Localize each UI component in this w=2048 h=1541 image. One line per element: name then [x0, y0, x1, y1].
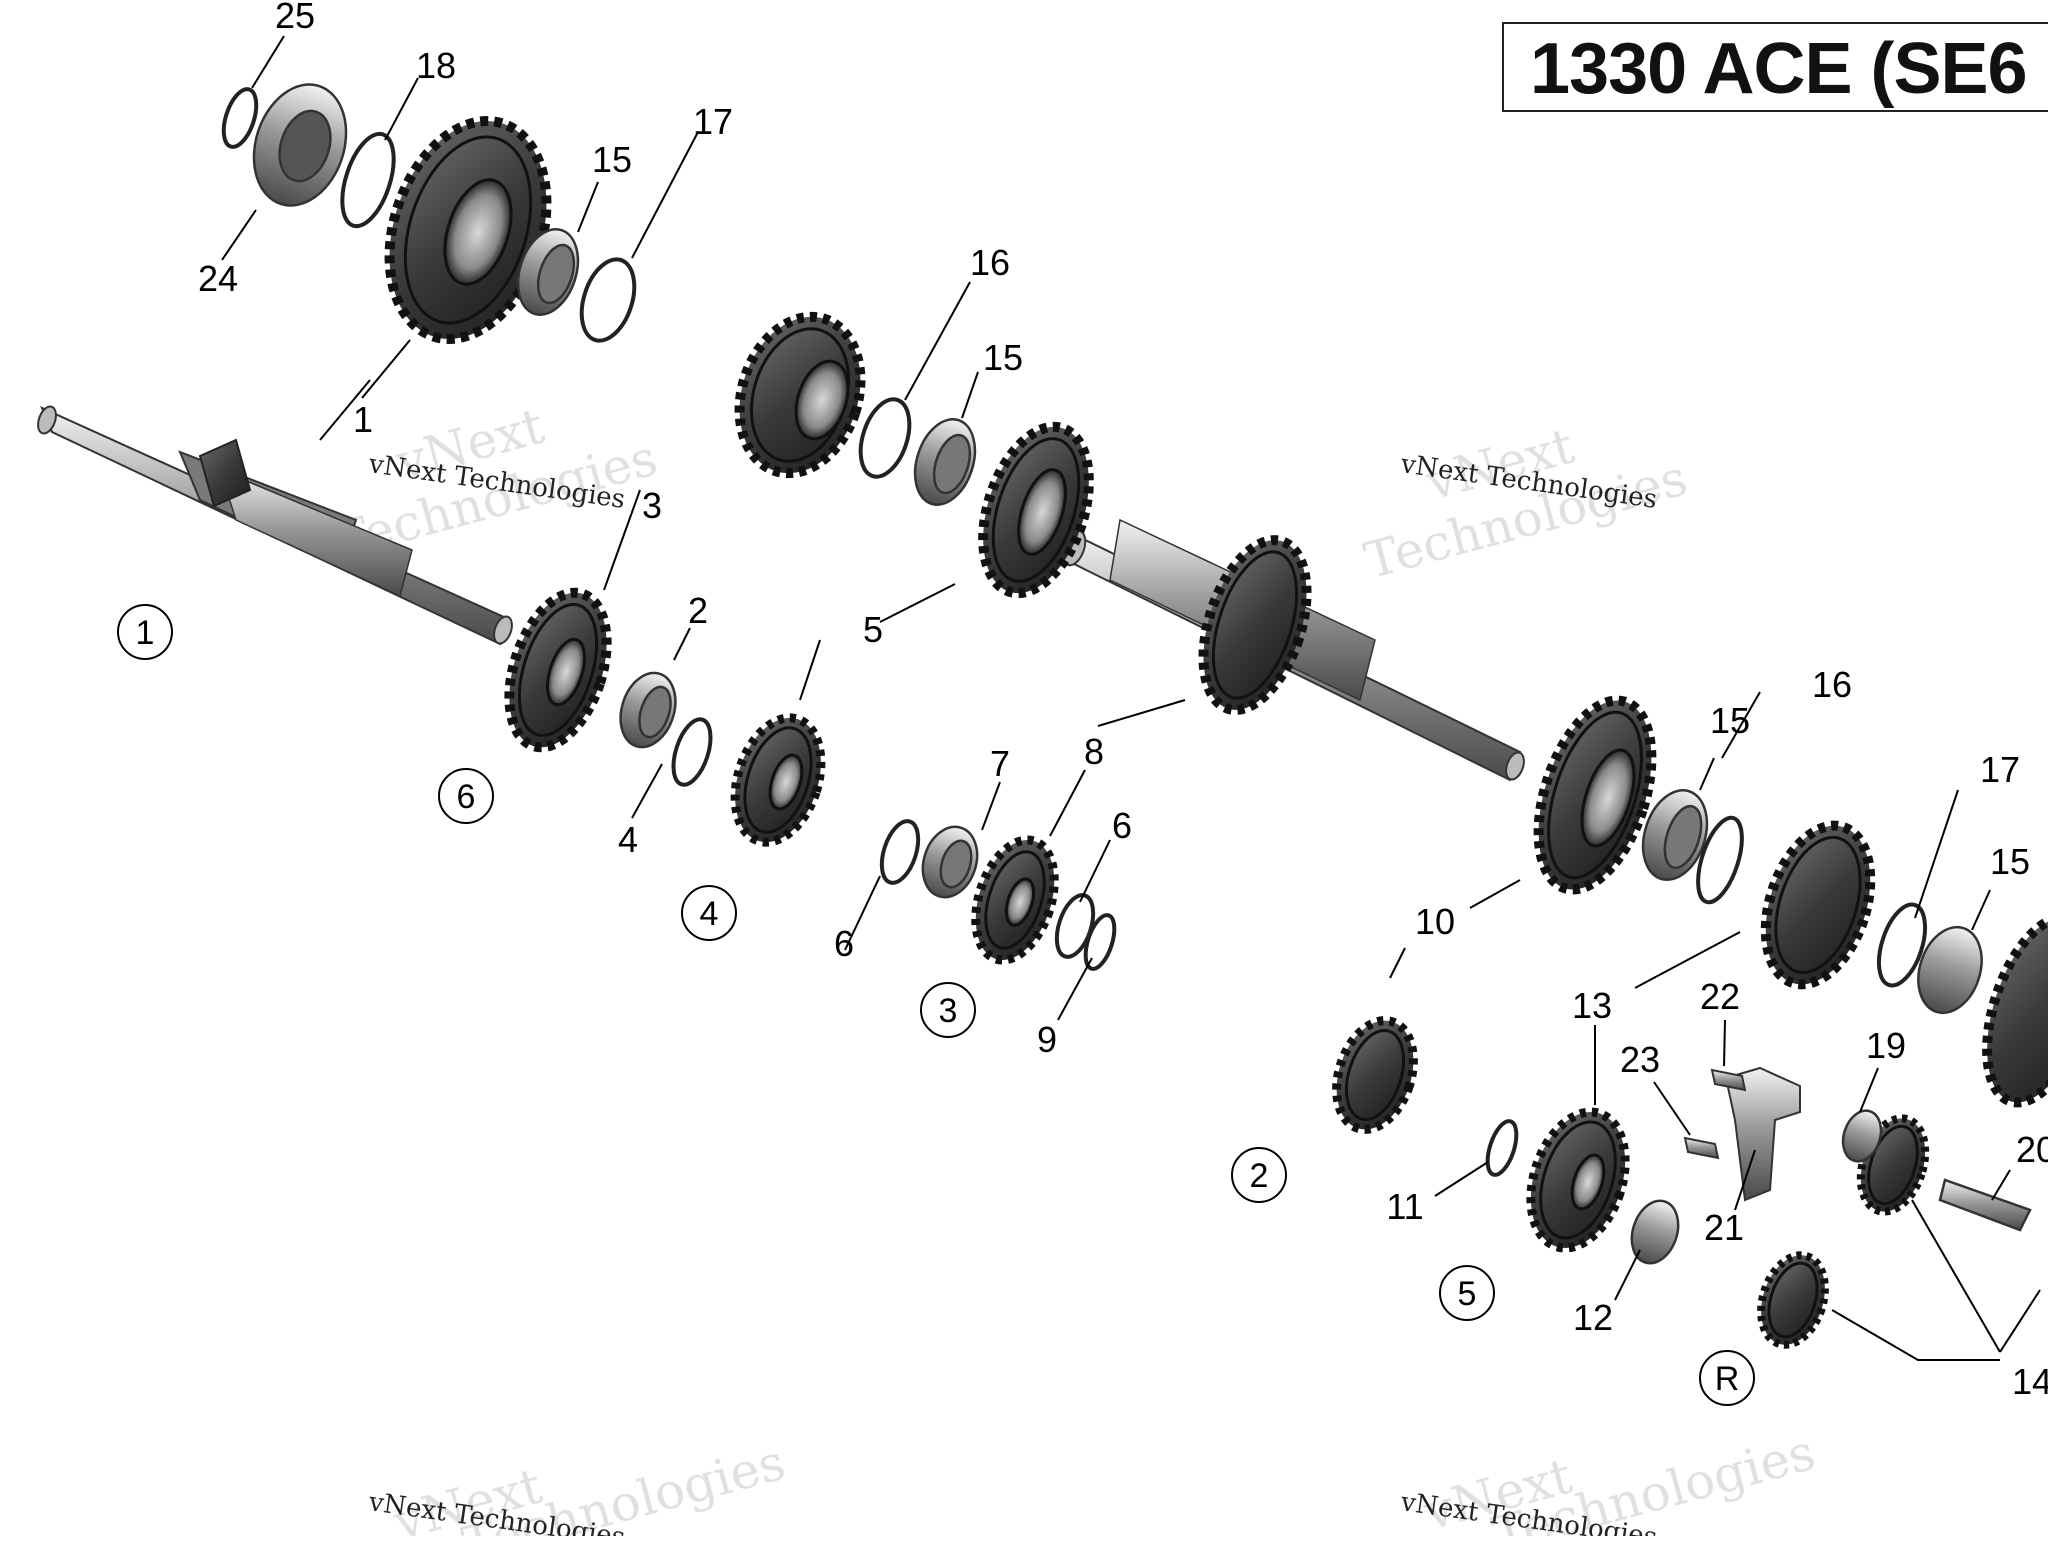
bushing-part-15b: [913, 418, 977, 506]
gear-group: [384, 116, 2048, 1349]
callout-6b: 6: [1112, 805, 1132, 846]
ring-part-9: [1083, 913, 1117, 971]
bushing-part-15a: [516, 228, 580, 316]
gear-part-2-lower: [1332, 1016, 1418, 1134]
gear-part-10: [1533, 695, 1657, 895]
bushing-group: [252, 83, 2032, 1265]
gear-circle-5: [1439, 1265, 1495, 1321]
callout-21: 21: [1704, 1207, 1744, 1248]
gear-circle-2: [1231, 1147, 1287, 1203]
gear-part-5-upper: [978, 421, 1094, 599]
gear-part-6-left: [504, 587, 612, 753]
ring-part-11: [1485, 1119, 1519, 1177]
bushing-part-12: [1630, 1199, 1680, 1265]
callout-2: 2: [688, 590, 708, 631]
gear-label-4: 4: [700, 895, 719, 933]
callout-7: 7: [990, 743, 1010, 784]
callout-5: 5: [863, 609, 883, 650]
callout-17a: 17: [693, 101, 733, 142]
gear-part-3: [734, 311, 866, 479]
gear-part-5-lower: [730, 713, 826, 847]
callout-numbers: 25 18 24 17 15 1 16 15 3 2 5 4 7 8 6 6 9…: [198, 0, 2048, 1402]
gear-circle-6: [438, 768, 494, 824]
callout-22: 22: [1700, 976, 1740, 1017]
gear-label-3: 3: [939, 992, 958, 1030]
gear-part-13-lower: [1526, 1107, 1630, 1253]
gear-circle-1: [117, 604, 173, 660]
pin-part-20: [1938, 1178, 2032, 1232]
gear-part-13-upper: [1760, 820, 1876, 990]
callout-17b: 17: [1980, 749, 2020, 790]
callout-16a: 16: [970, 242, 1010, 283]
callout-1: 1: [353, 399, 373, 440]
ring-part-17b: [1876, 902, 1928, 988]
watermark-group: vNext Technologies vNext Technologies vN…: [328, 397, 1821, 1541]
bearing-part-19: [1841, 1109, 1883, 1163]
callout-10: 10: [1415, 901, 1455, 942]
callout-15a: 15: [592, 139, 632, 180]
callout-19: 19: [1866, 1025, 1906, 1066]
bushing-part-7: [921, 825, 979, 899]
gear-part-14-lower: [1757, 1251, 1829, 1349]
callout-25: 25: [275, 0, 315, 36]
bushing-part-15c: [1641, 789, 1709, 881]
gear-part-8-shaft: [1198, 535, 1312, 715]
callout-20: 20: [2016, 1129, 2048, 1170]
hardware-group: [1683, 1066, 1801, 1202]
ring-part-4: [671, 717, 713, 787]
callout-15b: 15: [983, 337, 1023, 378]
gear-label-5: 5: [1458, 1275, 1477, 1313]
callout-12: 12: [1573, 1297, 1613, 1338]
ring-part-16a: [858, 397, 912, 479]
gear-circle-r: [1699, 1350, 1755, 1406]
gear-position-labels: 1 6 4 3 2 5 R: [136, 614, 1740, 1398]
bushing-part-15d: [1917, 925, 1983, 1015]
callout-18: 18: [416, 45, 456, 86]
callout-24: 24: [198, 258, 238, 299]
ring-part-16b: [1696, 815, 1744, 905]
bearing-part-24: [252, 83, 348, 207]
bushing-part-2: [619, 671, 677, 749]
gear-position-circles: [117, 604, 1755, 1406]
bolt-part-22: [1710, 1068, 1747, 1092]
callout-13: 13: [1572, 985, 1612, 1026]
callout-15c: 15: [1710, 700, 1750, 741]
shift-plate-part-21: [1724, 1066, 1801, 1202]
gear-label-2: 2: [1250, 1157, 1269, 1195]
leader-lines: [221, 35, 2041, 1361]
callout-14: 14: [2012, 1361, 2048, 1402]
callout-16b: 16: [1812, 664, 1852, 705]
ring-part-6a: [879, 819, 921, 885]
gear-circle-4: [681, 885, 737, 941]
gear-part-right-edge: [1982, 912, 2048, 1108]
gear-label-6: 6: [457, 778, 476, 816]
gear-label-r: R: [1715, 1360, 1740, 1398]
model-title-box: 1330 ACE (SE6: [1502, 22, 2048, 112]
gear-part-8-small: [971, 835, 1059, 965]
callout-15d: 15: [1990, 841, 2030, 882]
callout-11: 11: [1386, 1186, 1423, 1227]
callout-6a: 6: [834, 923, 854, 964]
callout-23: 23: [1620, 1039, 1660, 1080]
main-shaft: [37, 405, 513, 646]
model-title: 1330 ACE (SE6: [1530, 29, 2028, 109]
ring-group: [221, 87, 1928, 1177]
gear-label-1: 1: [136, 614, 155, 652]
callout-9: 9: [1037, 1019, 1057, 1060]
callout-3: 3: [642, 485, 662, 526]
callout-8: 8: [1084, 731, 1104, 772]
washer-part-18: [340, 131, 396, 229]
callout-4: 4: [618, 819, 638, 860]
ring-part-17a: [579, 257, 637, 343]
gear-part-1: [384, 116, 552, 344]
gear-circle-3: [920, 982, 976, 1038]
bolt-part-23: [1683, 1136, 1720, 1160]
ring-part-25: [221, 87, 259, 149]
